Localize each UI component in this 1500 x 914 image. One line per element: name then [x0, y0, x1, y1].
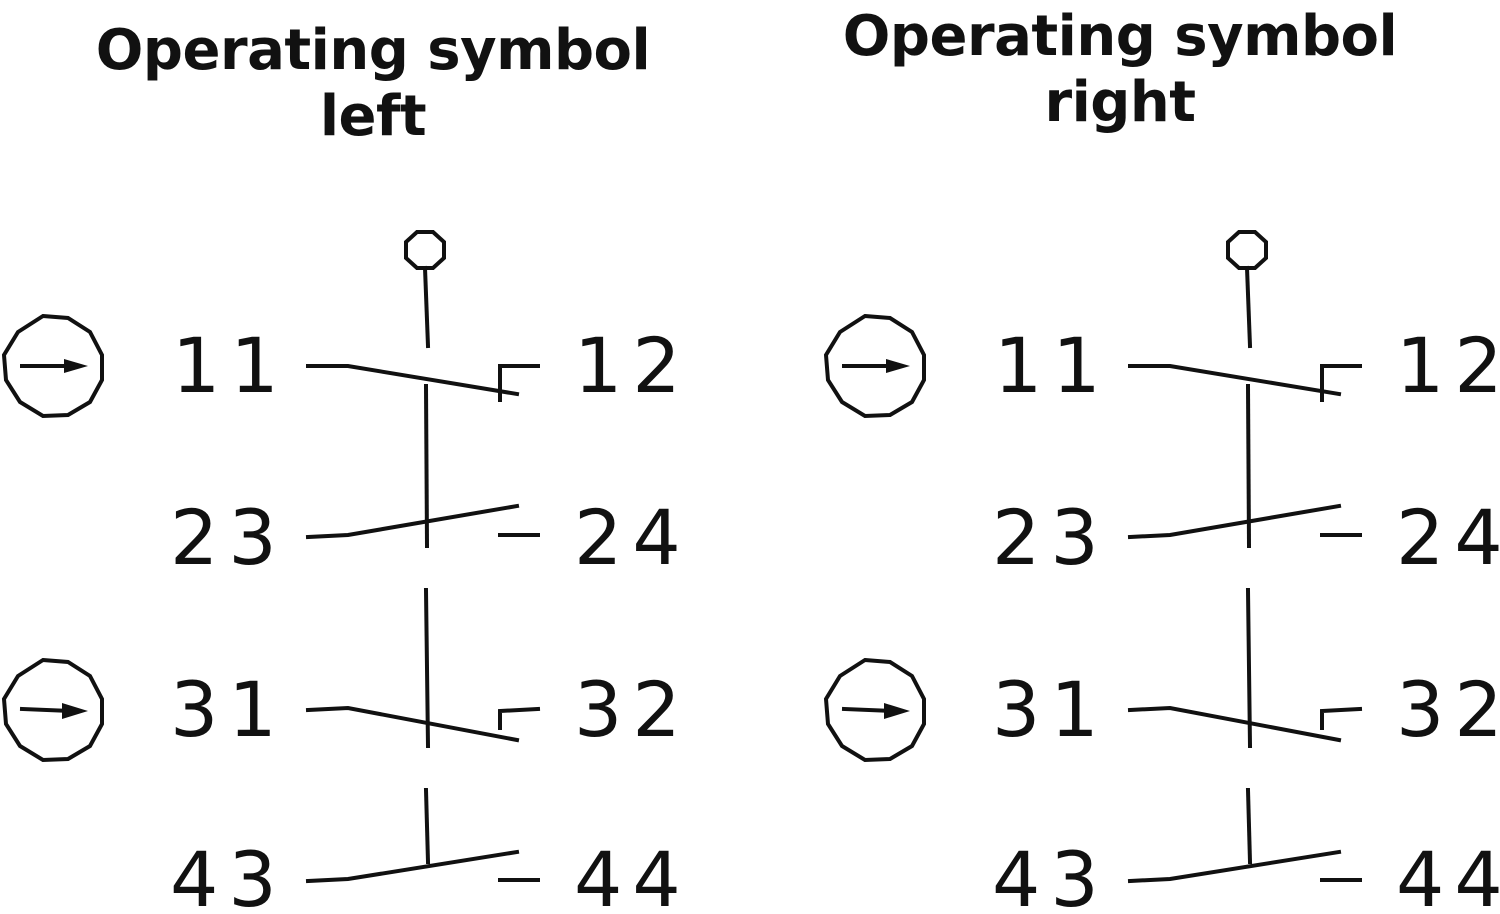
- terminal-31: 31: [992, 665, 1109, 754]
- no-contact-43-44: [305, 849, 540, 884]
- terminal-44: 44: [574, 835, 691, 914]
- terminal-32: 32: [574, 665, 691, 754]
- actuator-stem: [1245, 587, 1253, 749]
- title-line-2: left: [319, 84, 427, 149]
- contact-diagram: 11 12 23 24 31 32 43 44: [823, 230, 1500, 914]
- actuator-stem: [1245, 383, 1252, 549]
- no-contact-43-44: [1127, 849, 1362, 884]
- terminal-11: 11: [172, 321, 289, 410]
- panel-title: Operating symbol right: [800, 4, 1440, 136]
- no-contact-23-24: [1127, 503, 1362, 540]
- terminal-23: 23: [992, 493, 1109, 582]
- no-contact-23-24: [305, 503, 540, 540]
- actuator-knob-icon: [404, 230, 446, 349]
- terminal-12: 12: [1396, 321, 1500, 410]
- terminal-43: 43: [992, 835, 1109, 914]
- title-line-1: Operating symbol: [842, 4, 1398, 69]
- terminal-11: 11: [994, 321, 1111, 410]
- terminal-44: 44: [1396, 835, 1500, 914]
- actuator-stem: [423, 587, 431, 749]
- terminal-31: 31: [170, 665, 287, 754]
- nc-contact-11-12: [306, 364, 540, 402]
- title-line-1: Operating symbol: [95, 18, 651, 83]
- actuator-stem: [423, 383, 430, 549]
- nc-contact-11-12: [1128, 364, 1362, 402]
- operating-direction-arrow-icon: [823, 313, 926, 419]
- operating-direction-arrow-icon: [1, 313, 104, 419]
- terminal-43: 43: [170, 835, 287, 914]
- operating-direction-arrow-icon: [823, 657, 926, 763]
- terminal-23: 23: [170, 493, 287, 582]
- actuator-stem: [1245, 787, 1253, 865]
- contact-diagram: 11 12 23 24 31 32 43 44: [1, 230, 691, 914]
- panel-operating-symbol-left: Operating symbol left: [0, 18, 748, 914]
- title-line-2: right: [1044, 70, 1196, 135]
- terminal-12: 12: [574, 321, 691, 410]
- actuator-stem: [423, 787, 431, 865]
- terminal-24: 24: [574, 493, 691, 582]
- nc-contact-31-32: [1127, 705, 1363, 743]
- actuator-knob-icon: [1226, 230, 1268, 349]
- panel-title: Operating symbol left: [0, 18, 748, 150]
- nc-contact-31-32: [305, 705, 541, 743]
- operating-direction-arrow-icon: [1, 657, 104, 763]
- terminal-24: 24: [1396, 493, 1500, 582]
- terminal-32: 32: [1396, 665, 1500, 754]
- panel-operating-symbol-right: Operating symbol right: [822, 0, 1500, 914]
